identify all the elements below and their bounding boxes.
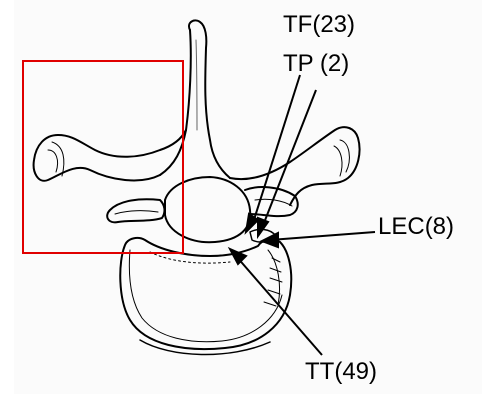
label-tf: TF(23) (283, 13, 355, 37)
label-tp: TP (2) (283, 52, 349, 76)
label-tt: TT(49) (305, 360, 377, 384)
paper-background (14, 0, 482, 394)
label-lec: LEC(8) (378, 215, 454, 239)
